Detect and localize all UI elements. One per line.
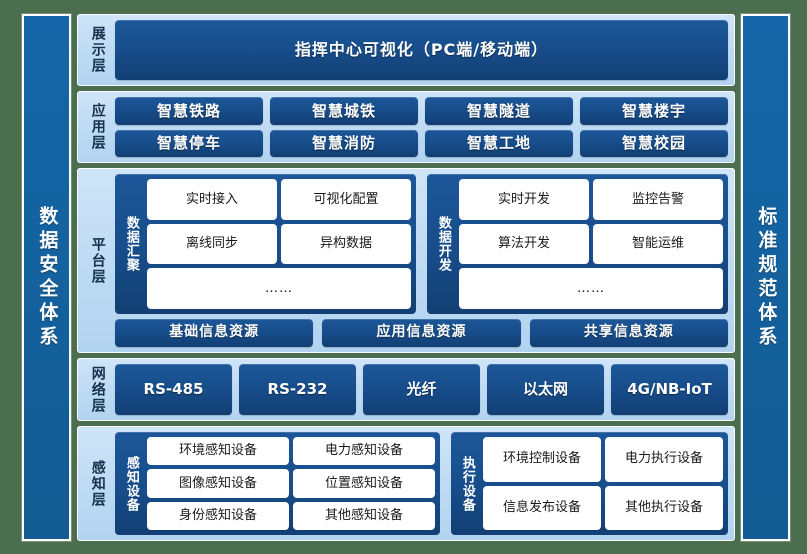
layer-display-label-text: 展示层 [89, 26, 106, 74]
display-banner[interactable]: 指挥中心可视化（PC端/移动端） [115, 20, 728, 80]
app-item-smart-building[interactable]: 智慧楼宇 [580, 97, 728, 125]
layer-platform-label-text: 平台层 [89, 236, 106, 285]
left-pillar-label: 数据安全体系 [36, 205, 59, 350]
layer-display-body: 指挥中心可视化（PC端/移动端） [115, 20, 728, 80]
perception-group-sensing-label: 感知设备 [120, 437, 142, 530]
platform-card-monitor-alarm[interactable]: 监控告警 [593, 179, 723, 220]
network-item-fiber[interactable]: 光纤 [363, 364, 480, 415]
platform-card-development-more[interactable]: …… [459, 268, 723, 309]
app-item-smart-worksite[interactable]: 智慧工地 [425, 129, 573, 157]
platform-card-offline-sync[interactable]: 离线同步 [147, 223, 277, 265]
right-pillar-standards: 标准规范体系 [741, 14, 790, 541]
platform-card-visual-config[interactable]: 可视化配置 [281, 179, 411, 220]
layer-perception: 感知层 感知设备 环境感知设备 电力感知设备 图像感知设备 位置感知设备 身份感… [77, 426, 735, 541]
sensor-identity[interactable]: 身份感知设备 [147, 501, 290, 530]
layer-application-label: 应用层 [84, 97, 110, 157]
platform-group-data-aggregation-cards: 实时接入 可视化配置 离线同步 异构数据 …… [147, 179, 411, 309]
layer-perception-label: 感知层 [84, 432, 110, 535]
sensor-power[interactable]: 电力感知设备 [293, 437, 436, 466]
resource-basic-information[interactable]: 基础信息资源 [115, 319, 314, 347]
layer-stack: 展示层 指挥中心可视化（PC端/移动端） 应用层 智慧铁路 智慧城铁 智慧隧道 … [77, 14, 735, 541]
layer-network-body: RS-485 RS-232 光纤 以太网 4G/NB-IoT [115, 364, 728, 415]
perception-group-actuator-label-text: 执行设备 [459, 455, 475, 512]
layer-perception-label-text: 感知层 [89, 459, 106, 508]
platform-group-data-development-cards: 实时开发 监控告警 算法开发 智能运维 …… [459, 179, 723, 309]
actuator-other[interactable]: 其他执行设备 [605, 485, 723, 530]
platform-group-data-aggregation-label: 数据汇聚 [120, 179, 142, 309]
network-item-4g-nbiot[interactable]: 4G/NB-IoT [611, 364, 728, 415]
app-item-smart-fire[interactable]: 智慧消防 [270, 129, 418, 157]
network-item-rs485[interactable]: RS-485 [115, 364, 232, 415]
perception-group-actuator-devices: 执行设备 环境控制设备 电力执行设备 信息发布设备 其他执行设备 [451, 432, 728, 535]
layer-platform-body: 数据汇聚 实时接入 可视化配置 离线同步 异构数据 …… 数 [115, 174, 728, 347]
layer-perception-body: 感知设备 环境感知设备 电力感知设备 图像感知设备 位置感知设备 身份感知设备 … [115, 432, 728, 535]
application-grid: 智慧铁路 智慧城铁 智慧隧道 智慧楼宇 智慧停车 智慧消防 智慧工地 智慧校园 [115, 97, 728, 157]
resource-application-information[interactable]: 应用信息资源 [322, 319, 521, 347]
perception-group-actuator-label: 执行设备 [456, 437, 478, 530]
app-item-smart-parking[interactable]: 智慧停车 [115, 129, 263, 157]
platform-group-data-development-label-text: 数据开发 [435, 216, 451, 272]
app-item-smart-campus[interactable]: 智慧校园 [580, 129, 728, 157]
layer-display: 展示层 指挥中心可视化（PC端/移动端） [77, 14, 735, 86]
resource-shared-information[interactable]: 共享信息资源 [529, 319, 728, 347]
network-item-ethernet[interactable]: 以太网 [487, 364, 604, 415]
platform-group-data-development: 数据开发 实时开发 监控告警 算法开发 智能运维 …… [427, 174, 728, 314]
layer-platform-label: 平台层 [84, 174, 110, 347]
platform-group-data-aggregation-label-text: 数据汇聚 [123, 216, 139, 272]
platform-card-aggregation-more[interactable]: …… [147, 268, 411, 309]
platform-card-smart-ops[interactable]: 智能运维 [593, 223, 723, 265]
sensor-position[interactable]: 位置感知设备 [293, 469, 436, 498]
layer-display-label: 展示层 [84, 20, 110, 80]
actuator-power[interactable]: 电力执行设备 [605, 437, 723, 482]
sensor-other[interactable]: 其他感知设备 [293, 501, 436, 530]
app-item-smart-metro[interactable]: 智慧城铁 [270, 97, 418, 125]
platform-groups: 数据汇聚 实时接入 可视化配置 离线同步 异构数据 …… 数 [115, 174, 728, 314]
left-pillar-data-security: 数据安全体系 [22, 14, 71, 541]
platform-card-heterogeneous-data[interactable]: 异构数据 [281, 223, 411, 265]
perception-group-sensing-devices: 感知设备 环境感知设备 电力感知设备 图像感知设备 位置感知设备 身份感知设备 … [115, 432, 441, 535]
app-item-smart-tunnel[interactable]: 智慧隧道 [425, 97, 573, 125]
app-item-smart-railway[interactable]: 智慧铁路 [115, 97, 263, 125]
layer-network-label-text: 网络层 [89, 365, 106, 414]
perception-sensing-cards: 环境感知设备 电力感知设备 图像感知设备 位置感知设备 身份感知设备 其他感知设… [147, 437, 436, 530]
platform-card-algorithm-dev[interactable]: 算法开发 [459, 223, 589, 265]
right-pillar-label: 标准规范体系 [755, 205, 778, 350]
layer-application: 应用层 智慧铁路 智慧城铁 智慧隧道 智慧楼宇 智慧停车 智慧消防 智慧工地 智… [77, 91, 735, 163]
platform-group-data-development-label: 数据开发 [432, 179, 454, 309]
actuator-info-release[interactable]: 信息发布设备 [483, 485, 602, 530]
platform-card-realtime-dev[interactable]: 实时开发 [459, 179, 589, 220]
layer-platform: 平台层 数据汇聚 实时接入 可视化配置 离线同步 异构数据 [77, 168, 735, 353]
sensor-image[interactable]: 图像感知设备 [147, 469, 290, 498]
actuator-environment-control[interactable]: 环境控制设备 [483, 437, 602, 482]
layer-application-body: 智慧铁路 智慧城铁 智慧隧道 智慧楼宇 智慧停车 智慧消防 智慧工地 智慧校园 [115, 97, 728, 157]
platform-group-data-aggregation: 数据汇聚 实时接入 可视化配置 离线同步 异构数据 …… [115, 174, 416, 314]
layer-network: 网络层 RS-485 RS-232 光纤 以太网 4G/NB-IoT [77, 358, 735, 421]
network-item-rs232[interactable]: RS-232 [239, 364, 356, 415]
network-grid: RS-485 RS-232 光纤 以太网 4G/NB-IoT [115, 364, 728, 415]
layer-application-label-text: 应用层 [89, 103, 106, 151]
layer-network-label: 网络层 [84, 364, 110, 415]
platform-resources: 基础信息资源 应用信息资源 共享信息资源 [115, 319, 728, 347]
perception-actuator-cards: 环境控制设备 电力执行设备 信息发布设备 其他执行设备 [483, 437, 723, 530]
sensor-environment[interactable]: 环境感知设备 [147, 437, 290, 466]
platform-card-realtime-access[interactable]: 实时接入 [147, 179, 277, 220]
perception-group-sensing-label-text: 感知设备 [123, 455, 139, 512]
